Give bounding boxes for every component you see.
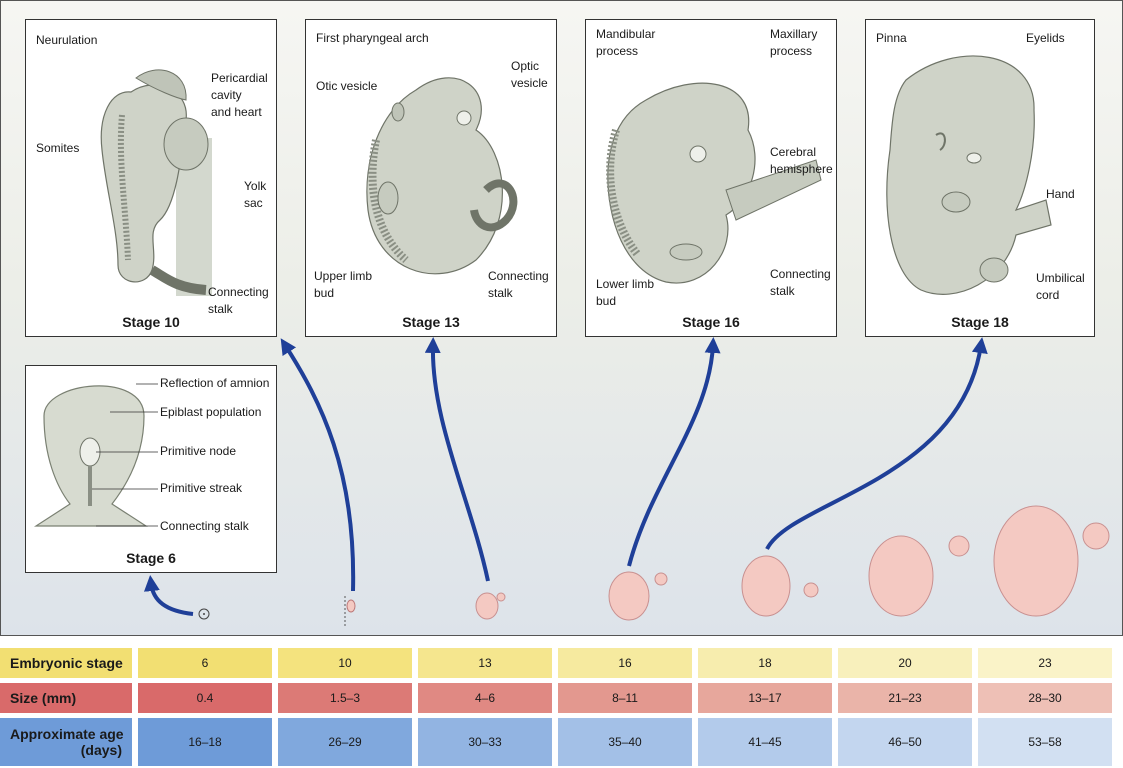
stage-10-pericardial-label-3: and heart (211, 105, 262, 119)
arrow-to-stage-18 (765, 337, 988, 550)
age-cell: 26–29 (278, 718, 412, 766)
row-header-size: Size (mm) (0, 683, 132, 713)
stage-cell: 10 (278, 648, 412, 678)
embryo-stage-6-icon (198, 608, 210, 620)
arrow-to-stage-13 (424, 337, 490, 582)
stage-13-optic-label: Optic (511, 59, 540, 73)
stage-13-title: Stage 13 (402, 314, 460, 330)
stage-6-node-label: Primitive node (160, 444, 237, 458)
stage-10-title: Stage 10 (122, 314, 180, 330)
stage-cell: 6 (138, 648, 272, 678)
arrow-to-stage-6 (143, 575, 194, 616)
stage-16-limb-label: Lower limb (596, 277, 655, 291)
stage-18-cord-label-2: cord (1036, 288, 1060, 302)
stage-16-stalk-label-2: stalk (770, 284, 795, 298)
arrow-to-stage-10 (280, 338, 356, 592)
embryo-stage-16-icon (608, 571, 650, 621)
stage-16-maxillary-label: Maxillary (770, 27, 818, 41)
size-cell: 28–30 (978, 683, 1112, 713)
age-cell: 53–58 (978, 718, 1112, 766)
stage-10-pericardial-label-2: cavity (211, 88, 242, 102)
stage-cell: 18 (698, 648, 832, 678)
stage-6-illustration (33, 383, 158, 527)
stage-16-illustration (606, 82, 822, 284)
stage-18-box: Pinna Eyelids Hand Umbilical cord Stage … (865, 19, 1095, 337)
stage-13-stalk-label-2: stalk (488, 286, 513, 300)
age-cell: 16–18 (138, 718, 272, 766)
stage-cell: 13 (418, 648, 552, 678)
stage-13-stalk-label: Connecting (488, 269, 549, 283)
stage-10-stalk-label: Connecting (208, 285, 269, 299)
stage-13-illustration (366, 77, 518, 275)
stage-13-limb-label-2: bud (314, 286, 335, 300)
stage-18-cord-label: Umbilical (1036, 271, 1085, 285)
age-cell: 30–33 (418, 718, 552, 766)
stage-18-pinna-label: Pinna (876, 31, 907, 45)
stage-16-maxillary-label-2: process (770, 44, 813, 58)
embryo-stage-23-icon (993, 505, 1079, 617)
stage-6-box: Reflection of amnion Epiblast population… (25, 365, 277, 573)
stage-6-streak-label: Primitive streak (160, 481, 243, 495)
stage-6-epiblast-label: Epiblast population (160, 405, 262, 419)
age-cell: 46–50 (838, 718, 972, 766)
stage-10-yolk-label-2: sac (244, 196, 263, 210)
stage-16-stalk-label: Connecting (770, 267, 831, 281)
stage-16-cerebral-label: Cerebral (770, 145, 817, 159)
stage-16-limb-label-2: bud (596, 294, 617, 308)
stage-13-otic-label: Otic vesicle (316, 79, 378, 93)
stage-6-title: Stage 6 (126, 550, 176, 566)
size-cell: 8–11 (558, 683, 692, 713)
age-cell: 41–45 (698, 718, 832, 766)
size-cell: 4–6 (418, 683, 552, 713)
row-header-age-line-2: (days) (80, 742, 122, 758)
diagram-panel: Neurulation Pericardial cavity and heart… (0, 0, 1123, 636)
row-header-age-line-1: Approximate age (10, 726, 124, 742)
stage-16-title: Stage 16 (682, 314, 740, 330)
stage-16-mandibular-label-2: process (596, 44, 639, 58)
stage-6-stalk-label: Connecting stalk (160, 519, 249, 533)
stage-10-somites-label: Somites (36, 141, 80, 155)
stage-10-stalk-label-2: stalk (208, 302, 233, 316)
embryo-stage-20-icon (868, 535, 934, 617)
stage-18-hand-label: Hand (1046, 187, 1075, 201)
stage-13-pharyngeal-label: First pharyngeal arch (316, 31, 429, 45)
table-row-age: Approximate age (days) 16–18 26–29 30–33… (0, 718, 1123, 766)
size-cell: 1.5–3 (278, 683, 412, 713)
stage-13-limb-label: Upper limb (314, 269, 373, 283)
stage-cell: 16 (558, 648, 692, 678)
size-cell: 0.4 (138, 683, 272, 713)
size-cell: 21–23 (838, 683, 972, 713)
stage-10-box: Neurulation Pericardial cavity and heart… (25, 19, 277, 337)
stage-13-optic-label-2: vesicle (511, 76, 548, 90)
embryo-stage-18-icon (741, 555, 791, 617)
stage-16-box: Mandibular process Maxillary process Cer… (585, 19, 837, 337)
stage-10-illustration (100, 69, 212, 296)
stage-18-title: Stage 18 (951, 314, 1009, 330)
stage-18-eyelids-label: Eyelids (1026, 31, 1065, 45)
stage-6-amnion-label: Reflection of amnion (160, 376, 270, 390)
stage-16-mandibular-label: Mandibular (596, 27, 656, 41)
age-cell: 35–40 (558, 718, 692, 766)
stage-16-cerebral-label-2: hemisphere (770, 162, 833, 176)
size-cell: 13–17 (698, 683, 832, 713)
stage-10-neurulation-label: Neurulation (36, 33, 98, 47)
table-row-stage: Embryonic stage 6 10 13 16 18 20 23 (0, 648, 1123, 678)
row-header-stage: Embryonic stage (0, 648, 132, 678)
row-header-age: Approximate age (days) (0, 718, 132, 766)
arrow-to-stage-16 (627, 337, 721, 567)
stage-cell: 20 (838, 648, 972, 678)
stage-cell: 23 (978, 648, 1112, 678)
table-row-size: Size (mm) 0.4 1.5–3 4–6 8–11 13–17 21–23… (0, 683, 1123, 713)
embryo-stage-13-icon (475, 592, 499, 620)
stage-10-pericardial-label: Pericardial (211, 71, 268, 85)
stage-10-yolk-label: Yolk (244, 179, 267, 193)
stage-18-illustration (886, 55, 1052, 295)
stage-13-box: First pharyngeal arch Otic vesicle Optic… (305, 19, 557, 337)
